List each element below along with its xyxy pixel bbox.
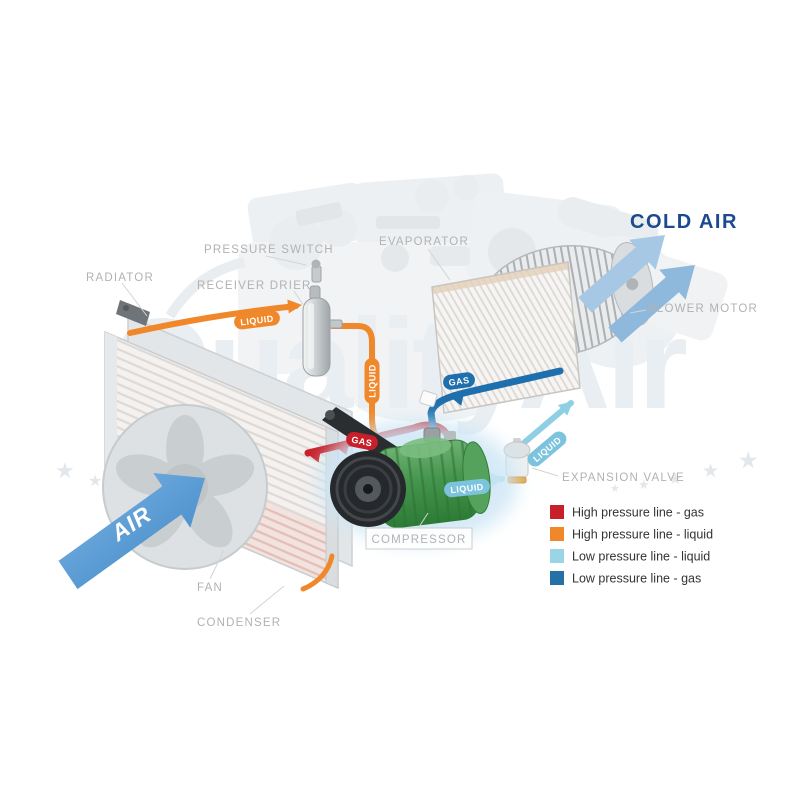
cold-air-arrow-icon — [608, 265, 695, 343]
legend-label: Low pressure line - liquid — [572, 550, 710, 564]
label-pressure-switch: PRESSURE SWITCH — [204, 244, 334, 256]
star-icon: ★ — [668, 471, 682, 488]
legend-swatch — [550, 527, 564, 541]
label-condenser: CONDENSER — [197, 617, 281, 629]
legend-swatch — [550, 549, 564, 563]
legend: High pressure line - gas High pressure l… — [550, 505, 713, 586]
label-receiver-drier: RECEIVER DRIER — [197, 280, 312, 292]
star-icon: ★ — [88, 473, 102, 490]
label-fan: FAN — [197, 582, 223, 594]
legend-item-high-pressure-gas: High pressure line - gas — [550, 505, 704, 520]
tag-liquid: LIQUID — [368, 364, 378, 398]
cold-air-arrow-icon — [578, 235, 665, 313]
leader-lines — [121, 248, 647, 615]
tag-gas: GAS — [351, 435, 374, 449]
receiver-drier — [302, 259, 343, 377]
air-arrow-icon — [58, 473, 205, 590]
pipe-low-pressure-liquid-to-evaporator — [516, 400, 574, 450]
compressor-pulley — [330, 451, 406, 527]
legend-label: High pressure line - gas — [572, 506, 704, 520]
label-blower-motor: BLOWER MOTOR — [648, 303, 758, 315]
pipe-high-pressure-liquid-to-drier — [127, 303, 299, 336]
flow-arrow-icon — [557, 401, 573, 416]
star-icon: ★ — [702, 461, 719, 482]
legend-swatch — [550, 571, 564, 585]
star-icon: ★ — [55, 458, 75, 483]
tag-liquid: LIQUID — [240, 313, 274, 327]
label-compressor: COMPRESSOR — [371, 534, 466, 546]
flow-arrow-icon — [449, 392, 465, 406]
cold-air-label: COLD AIR — [630, 211, 738, 233]
legend-swatch — [550, 505, 564, 519]
compressor — [318, 407, 518, 544]
star-icon: ★ — [738, 447, 759, 473]
cold-air-flow: COLD AIR — [578, 211, 738, 343]
label-evaporator: EVAPORATOR — [379, 236, 469, 248]
label-radiator: RADIATOR — [86, 272, 154, 284]
pipe-connector — [419, 390, 438, 408]
legend-label: High pressure line - liquid — [572, 528, 713, 542]
tag-gas: GAS — [448, 375, 470, 388]
legend-item-high-pressure-liquid: High pressure line - liquid — [550, 527, 713, 542]
tag-liquid: LIQUID — [450, 482, 484, 495]
evaporator — [431, 261, 581, 414]
flow-arrow-icon — [306, 448, 322, 463]
component-labels: RADIATOR PRESSURE SWITCH RECEIVER DRIER … — [86, 236, 758, 629]
pipe-low-pressure-gas — [427, 367, 564, 445]
legend-label: Low pressure line - gas — [572, 572, 701, 586]
label-expansion-valve: EXPANSION VALVE — [562, 472, 685, 484]
star-icon: ★ — [638, 477, 650, 492]
pipe-condenser-bottom — [300, 553, 335, 592]
compressor-label-box: COMPRESSOR — [365, 527, 473, 550]
star-icon: ★ — [610, 483, 620, 495]
flow-arrow-icon — [287, 299, 302, 314]
legend-item-low-pressure-gas: Low pressure line - gas — [550, 571, 701, 586]
legend-item-low-pressure-liquid: Low pressure line - liquid — [550, 549, 710, 564]
